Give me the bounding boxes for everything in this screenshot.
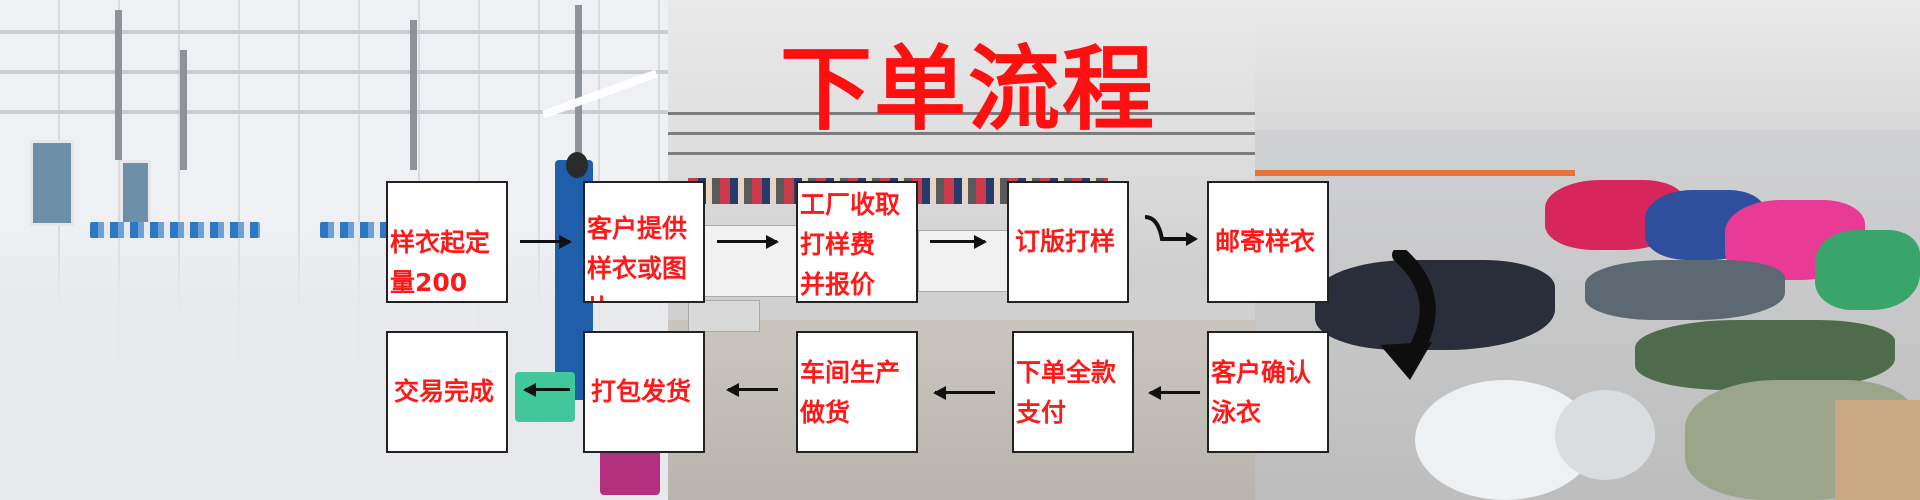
fabric-rolls [1585, 260, 1785, 320]
step-box-8: 车间生产 做货 [796, 331, 918, 453]
ceiling-rail [668, 112, 1255, 115]
step-2-line-2: 样衣或图片 [587, 254, 688, 301]
step-10-line-1: 交易完成 [394, 377, 495, 406]
ceiling-rail [668, 152, 1255, 155]
pillar [180, 50, 187, 170]
step-7-line-2: 支付 [1016, 398, 1067, 427]
arrow-curve-icon [1144, 215, 1198, 246]
step-box-6: 客户确认 泳衣 [1207, 331, 1329, 453]
arrow-left-icon [726, 383, 778, 397]
arrow-left-icon [933, 386, 995, 400]
step-3-line-1: 工厂收取 [800, 190, 901, 219]
ceiling-grid [0, 70, 668, 74]
window [30, 140, 74, 226]
ceiling-rail [668, 132, 1255, 135]
page-title: 下单流程 [780, 36, 1157, 143]
cardboard-box [1835, 400, 1920, 500]
ceiling-grid [0, 110, 668, 114]
step-box-9: 打包发货 [583, 331, 705, 453]
fabric-rolls [1635, 320, 1895, 390]
arrow-left-icon [1148, 386, 1200, 400]
arrow-right-icon [930, 235, 987, 249]
step-box-7: 下单全款 支付 [1012, 331, 1134, 453]
step-8-line-2: 做货 [800, 398, 851, 427]
arrow-down-curve-icon [1380, 250, 1436, 380]
step-5-line-1: 邮寄样衣 [1215, 227, 1316, 256]
sewing-workers-row [90, 222, 260, 238]
ceiling [1255, 0, 1920, 130]
step-4-line-1: 订版打样 [1015, 227, 1116, 256]
step-box-5: 邮寄样衣 [1207, 181, 1329, 303]
arrow-right-icon [520, 235, 572, 249]
fabric-pile [1815, 230, 1920, 310]
ceiling-grid [0, 30, 668, 34]
step-9-line-1: 打包发货 [591, 377, 692, 406]
white-bags [1555, 390, 1655, 480]
garment-green [515, 372, 575, 422]
step-6-line-2: 泳衣 [1211, 398, 1262, 427]
pillar [575, 5, 582, 165]
factory-hall-photo [0, 0, 668, 500]
step-2-line-1: 客户提供 [587, 214, 688, 243]
floor [668, 320, 1255, 500]
worker-head [566, 152, 588, 178]
step-box-4: 订版打样 [1007, 181, 1129, 303]
warehouse-photo [1255, 0, 1920, 500]
step-3-line-2: 打样费 [800, 230, 876, 259]
step-7-line-1: 下单全款 [1016, 358, 1117, 387]
garment-pink [600, 450, 660, 495]
step-box-3: 工厂收取 打样费 并报价 [796, 181, 918, 303]
arrow-left-icon [523, 383, 570, 397]
step-1-line-2: 量200 [390, 268, 468, 297]
arrow-right-icon [717, 235, 779, 249]
orange-rail [1255, 170, 1575, 176]
step-box-10: 交易完成 [386, 331, 508, 453]
step-8-line-1: 车间生产 [800, 358, 901, 387]
step-box-2: 客户提供 样衣或图片 [583, 181, 705, 303]
step-6-line-1: 客户确认 [1211, 358, 1312, 387]
machine [688, 300, 760, 332]
step-box-1: 样衣起定 量200 [386, 181, 508, 303]
step-1-line-1: 样衣起定 [390, 228, 491, 257]
pillar [410, 20, 417, 170]
window [120, 160, 151, 226]
step-3-line-3: 并报价 [800, 270, 876, 299]
pillar [115, 10, 122, 160]
